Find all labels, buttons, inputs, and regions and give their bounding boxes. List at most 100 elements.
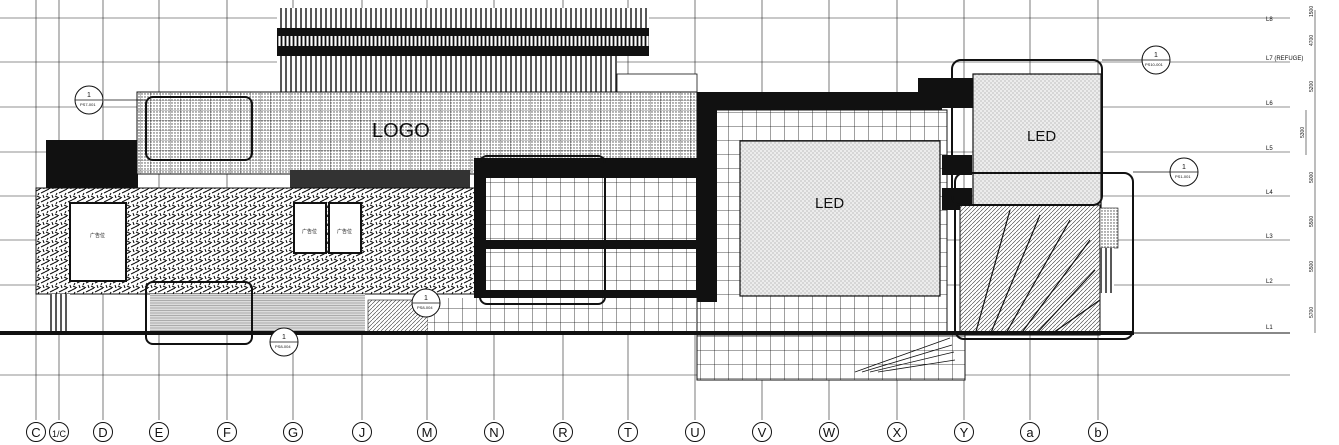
grid-bubble-label: N: [489, 425, 498, 440]
dim-label-inner: 5300: [1300, 127, 1306, 138]
logo-text: LOGO: [372, 120, 430, 142]
grid-bubble-r: R: [553, 422, 573, 442]
led-right-text: LED: [1027, 128, 1056, 145]
grid-bubble-circle: [819, 422, 839, 442]
grid-bubble-n: N: [484, 422, 504, 442]
ad-board-1-label: 广告位: [90, 232, 105, 239]
level-label-l7: L7 (REFUGE): [1266, 56, 1303, 62]
grid-bubble-circle: [217, 422, 237, 442]
right-block-edge: [918, 78, 973, 108]
level-label-l4: L4: [1266, 190, 1273, 196]
grid-bubble-g: G: [283, 422, 303, 442]
level-label-l3: L3: [1266, 234, 1273, 240]
led-center-text: LED: [815, 195, 844, 212]
central-curtain-glass: [486, 178, 696, 290]
central-band-1: [486, 240, 696, 249]
ground-glazing: [150, 294, 365, 332]
callout-box-diagonal: [954, 172, 1134, 340]
dim-label-top: 1500: [1309, 6, 1315, 17]
grid-bubble-c: C: [26, 422, 46, 442]
grid-bubble-circle: [484, 422, 504, 442]
grid-bubble-label: X: [893, 425, 902, 440]
tower-band-fins: [277, 36, 649, 46]
tag-3-number: 1: [1182, 164, 1186, 171]
grid-bubble-circle: [553, 422, 573, 442]
level-label-l2: L2: [1266, 279, 1273, 285]
tag-1-number: 1: [87, 92, 91, 99]
detail-tag-2: 1 PS10-001: [1102, 45, 1171, 75]
tag-5-ref: PS8-004: [417, 305, 433, 310]
grid-bubble-f: F: [217, 422, 237, 442]
level-label-l5: L5: [1266, 146, 1273, 152]
dim-label-4: 5500: [1309, 216, 1315, 227]
grid-bubble-label: Y: [960, 425, 969, 440]
tag-4-number: 1: [282, 334, 286, 341]
detail-tag-1: 1 PS7-001: [74, 85, 146, 115]
tag-3-ref: PS1-001: [1175, 174, 1191, 179]
callout-box-logo: [145, 96, 253, 161]
grid-bubble-label: R: [558, 425, 567, 440]
grid-bubble-label: D: [98, 425, 107, 440]
dim-label-5: 5500: [1309, 261, 1315, 272]
diagonal-fins: [974, 209, 1101, 336]
grid-bubble-label: T: [624, 425, 632, 440]
grid-bubble-label: G: [288, 425, 298, 440]
roof-dark-block: [46, 140, 138, 190]
grid-bubble-label: a: [1026, 425, 1034, 440]
right-block-top: [697, 92, 942, 110]
grid-bubble-label: C: [31, 425, 40, 440]
grid-bubble-y: Y: [954, 422, 974, 442]
ground-vertical-panel: [50, 294, 70, 332]
ad-board-1: [69, 202, 127, 282]
grid-bubble-label: V: [758, 425, 767, 440]
detail-tag-3: 1 PS1-001: [1133, 157, 1199, 187]
right-dark-stack-1: [942, 155, 972, 175]
grid-bubble-circle: [283, 422, 303, 442]
grid-bubble-circle: [417, 422, 437, 442]
grid-bubble-circle: [887, 422, 907, 442]
tower-lower-right: [616, 73, 698, 93]
grid-bubble-m: M: [417, 422, 437, 442]
grid-bubble-label: J: [359, 425, 366, 440]
tag-2-number: 1: [1154, 52, 1158, 59]
grid-bubble-t: T: [618, 422, 638, 442]
level-label-l1: L1: [1266, 325, 1273, 331]
ad-board-2: [293, 202, 327, 254]
grid-bubble-j: J: [352, 422, 372, 442]
callout-box-led-right: [951, 59, 1103, 206]
ad-board-3-label: 广告位: [337, 228, 352, 235]
grid-bubble-label: M: [422, 425, 433, 440]
grid-bubble-circle: [685, 422, 705, 442]
callout-box-central: [479, 155, 606, 305]
dim-label-3: 5000: [1309, 172, 1315, 183]
dark-strip: [290, 170, 470, 188]
grid-bubble-circle: [93, 422, 113, 442]
grid-bubble-w: W: [819, 422, 839, 442]
grid-bubble-label: W: [823, 425, 836, 440]
tower-top-fins: [277, 8, 649, 30]
right-edge-strip: [1099, 207, 1119, 249]
grid-bubble-circle: [49, 422, 69, 442]
grid-bubble-x: X: [887, 422, 907, 442]
grid-bubble-label: 1/C: [52, 429, 67, 439]
grid-bubble-label: E: [155, 425, 164, 440]
level-label-l8: L8: [1266, 17, 1273, 23]
grid-bubble-v: V: [752, 422, 772, 442]
detail-tag-5: 1 PS8-004: [411, 288, 441, 318]
basement-stair: [854, 337, 956, 373]
ad-board-3: [328, 202, 362, 254]
grid-bubble-label: F: [223, 425, 231, 440]
grid-bubble-b: b: [1088, 422, 1108, 442]
tower-fins: [277, 8, 698, 93]
tag-2-ref: PS10-001: [1145, 62, 1164, 67]
level-annotations: L8 L7 (REFUGE) L6 L5 L4 L3 L2 L1 4700 52…: [1266, 6, 1316, 333]
grid-bubble-circle: [149, 422, 169, 442]
led-right-screen: [972, 73, 1102, 209]
dim-label-2: 5200: [1309, 81, 1315, 92]
dim-label-6: 5700: [1309, 307, 1315, 318]
callout-box-ground: [145, 281, 253, 345]
grid-bubble-u: U: [685, 422, 705, 442]
right-block-column: [697, 92, 717, 302]
